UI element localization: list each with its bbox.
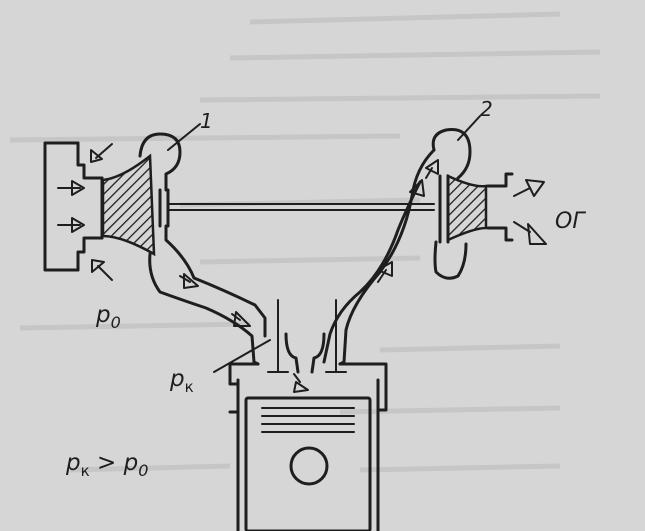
intake-flow-arrow-1: [179, 273, 199, 289]
exhaust-arrow-upper: [513, 179, 545, 197]
engine-cylinder: [228, 299, 388, 531]
background-texture: [9, 11, 601, 473]
exhaust-arrow-lower: [513, 221, 547, 245]
piston-pin: [289, 446, 329, 486]
turbine: [322, 127, 514, 366]
compressor: [43, 132, 267, 366]
exhaust-valve: [325, 299, 347, 373]
combustion-port: [284, 332, 326, 374]
inlet-arrow-lower: [57, 217, 85, 233]
ambient-pressure-label: p0: [95, 302, 121, 332]
compressor-volute: [138, 132, 267, 366]
pressure-relation-label: pк > p0: [65, 450, 148, 480]
labels: 1 2 p0 pк ОГ pк > p0: [65, 97, 586, 480]
inlet-arrow-top-diagonal: [90, 143, 113, 163]
exhaust-flow-arrow-2: [407, 179, 425, 207]
piston: [244, 396, 372, 531]
turbine-number-label: 2: [480, 97, 493, 121]
turbine-leader: [457, 115, 481, 141]
cylinder-head: [228, 362, 388, 412]
flow-arrows: [179, 159, 439, 327]
leader-lines: [167, 115, 481, 373]
inlet-arrow-upper: [57, 180, 85, 196]
turbine-wheel: [446, 174, 488, 242]
intake-flow-arrow-2: [231, 311, 251, 327]
exhaust-arrows: [513, 179, 547, 245]
intake-valve: [267, 299, 289, 373]
cylinder-inflow-arrow: [293, 373, 309, 393]
compressor-impeller: [101, 153, 156, 257]
boost-pressure-leader: [213, 339, 271, 373]
turbine-outlet: [486, 172, 514, 242]
inlet-arrow-bottom-diagonal: [91, 259, 113, 281]
compressor-inlet-housing: [43, 141, 80, 272]
turbocharger-shaft: [167, 203, 435, 211]
boost-pressure-label: pк: [169, 366, 194, 396]
inlet-arrows: [57, 143, 113, 281]
compressor-leader: [167, 123, 201, 151]
exhaust-flow-arrow-3: [425, 159, 439, 179]
exhaust-flow-arrow-1: [377, 261, 393, 283]
exhaust-gas-label: ОГ: [555, 209, 586, 234]
compressor-number-label: 1: [200, 109, 213, 133]
compressor-inlet-lower-step: [76, 236, 104, 272]
compressor-inlet-upper-step: [76, 141, 104, 180]
